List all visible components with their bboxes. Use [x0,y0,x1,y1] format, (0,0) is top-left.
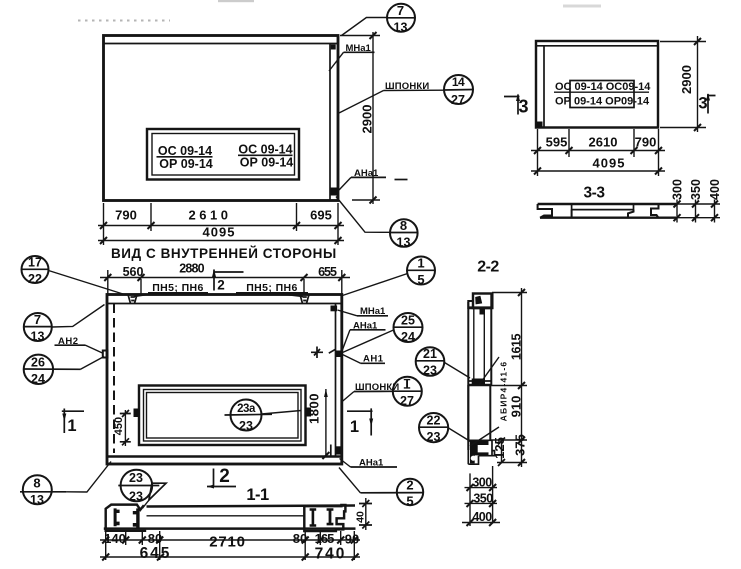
svg-text:АН2: АН2 [58,336,79,347]
svg-text:ОР 09-14 ОР09-14: ОР 09-14 ОР09-14 [555,96,650,108]
svg-text:1: 1 [67,417,76,435]
svg-text:24: 24 [31,372,45,386]
svg-text:13: 13 [397,236,411,250]
svg-text:790: 790 [635,135,657,150]
svg-text:740: 740 [315,546,347,563]
svg-text:350: 350 [689,179,703,200]
svg-text:300: 300 [472,476,492,490]
svg-text:23а: 23а [237,403,256,415]
svg-text:24: 24 [401,330,415,344]
svg-text:2610: 2610 [589,135,618,150]
svg-text:400: 400 [472,510,492,524]
svg-text:3-3: 3-3 [584,185,606,202]
svg-text:80: 80 [148,531,162,546]
svg-text:2710: 2710 [209,534,246,551]
svg-text:МНа1: МНа1 [346,43,372,54]
svg-text:13: 13 [30,493,44,507]
svg-text:90: 90 [345,532,359,547]
svg-text:13: 13 [394,21,408,35]
svg-text:910: 910 [509,396,524,418]
svg-text:400: 400 [708,179,722,200]
svg-text:450: 450 [113,417,125,435]
svg-text:ПН5; ПН6: ПН5; ПН6 [246,282,298,294]
svg-text:2880: 2880 [179,262,204,276]
svg-text:ОР 09-14: ОР 09-14 [159,157,213,171]
svg-text:ШПОНКИ: ШПОНКИ [385,81,429,92]
svg-text:140: 140 [104,531,126,546]
svg-text:7: 7 [34,312,41,327]
svg-text:560: 560 [123,265,144,279]
svg-text:165: 165 [315,531,334,546]
svg-text:14: 14 [452,75,465,89]
svg-text:300: 300 [671,179,685,200]
svg-text:23: 23 [423,364,437,378]
svg-text:23: 23 [239,419,253,433]
svg-text:I: I [405,377,409,392]
svg-text:375: 375 [513,434,528,456]
svg-text:5: 5 [406,494,413,509]
svg-text:23: 23 [129,490,143,504]
svg-text:ОР 09-14: ОР 09-14 [240,156,294,170]
svg-text:1: 1 [417,256,424,271]
svg-text:1615: 1615 [510,333,524,360]
svg-text:790: 790 [115,208,137,223]
svg-text:645: 645 [140,545,172,562]
svg-text:АНа1: АНа1 [354,168,379,179]
svg-text:8: 8 [400,218,407,233]
svg-text:АН1: АН1 [363,354,384,365]
svg-text:2900: 2900 [679,65,694,94]
svg-text:АНа1: АНа1 [359,458,384,469]
svg-text:80: 80 [293,531,307,546]
svg-text:ОС 09-14: ОС 09-14 [238,143,292,157]
svg-text:АБИР4-41-6: АБИР4-41-6 [499,361,509,422]
svg-text:23: 23 [427,430,441,444]
svg-text:27: 27 [400,394,414,408]
svg-text:27: 27 [451,93,465,107]
svg-text:АНа1: АНа1 [353,320,378,331]
svg-text:ОС 09-14 ОС09-14: ОС 09-14 ОС09-14 [555,81,651,93]
svg-text:ВИД С ВНУТРЕННЕЙ СТОРОНЫ: ВИД С ВНУТРЕННЕЙ СТОРОНЫ [111,246,337,261]
svg-text:3: 3 [518,97,528,117]
svg-text:350: 350 [473,492,493,506]
svg-text:1800: 1800 [307,393,322,424]
svg-text:ШПОНКИ: ШПОНКИ [355,382,399,393]
svg-text:21: 21 [423,347,437,361]
svg-text:13: 13 [31,330,45,344]
svg-text:655: 655 [318,265,337,279]
svg-text:23: 23 [129,471,143,485]
svg-text:8: 8 [33,476,40,491]
svg-text:2900: 2900 [360,105,375,134]
svg-text:595: 595 [546,135,568,150]
svg-text:26: 26 [31,356,45,370]
svg-text:2: 2 [219,466,230,487]
svg-text:ПН5; ПН6: ПН5; ПН6 [152,282,204,294]
svg-text:40: 40 [355,511,367,523]
svg-text:7: 7 [397,3,404,18]
svg-text:3: 3 [698,95,707,113]
svg-text:22: 22 [28,272,42,286]
svg-text:2: 2 [217,278,225,293]
svg-text:5: 5 [417,272,424,287]
svg-text:125: 125 [492,437,507,459]
svg-text:22: 22 [427,414,441,428]
svg-text:4095: 4095 [203,225,236,240]
svg-text:4095: 4095 [593,156,626,171]
svg-text:2: 2 [406,478,413,493]
svg-text:1-1: 1-1 [246,486,269,504]
svg-text:МНа1: МНа1 [360,306,386,317]
svg-text:2610: 2610 [189,208,232,223]
svg-text:1: 1 [350,418,359,436]
svg-text:25: 25 [401,314,415,328]
svg-text:2-2: 2-2 [477,259,499,276]
svg-text:17: 17 [28,256,42,270]
svg-text:ОС 09-14: ОС 09-14 [158,144,212,158]
svg-text:695: 695 [310,208,332,223]
